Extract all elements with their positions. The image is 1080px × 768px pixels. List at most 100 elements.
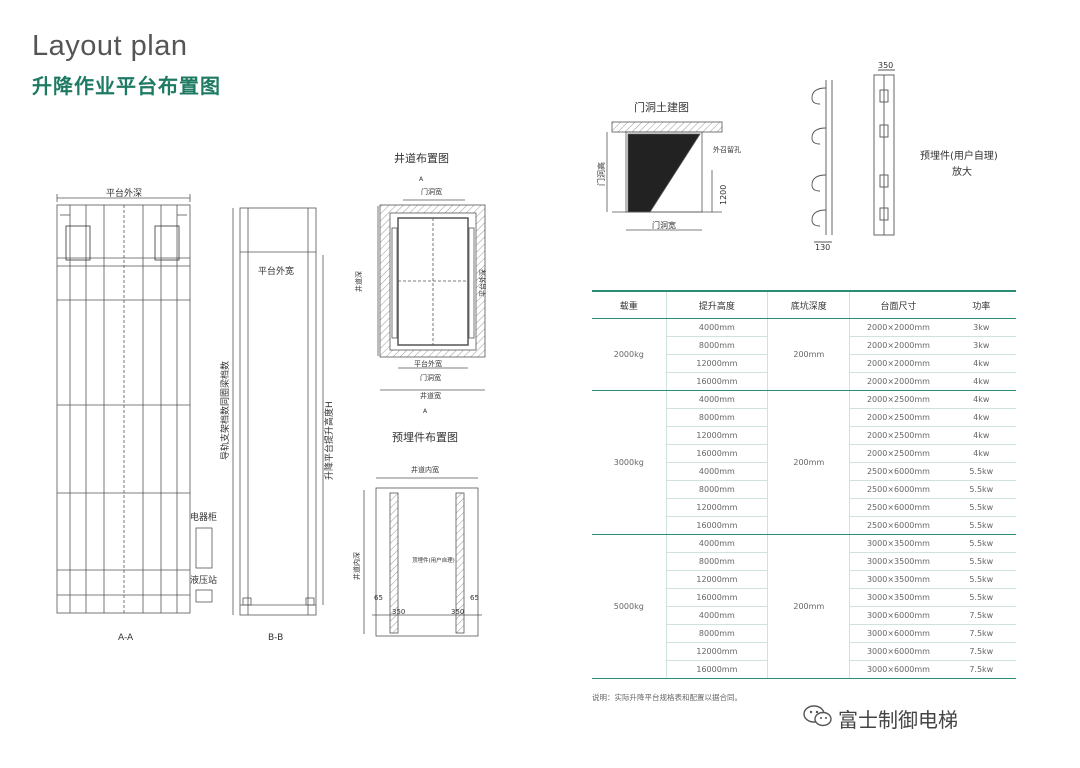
cell-deck-size: 3000×3500mm	[849, 552, 947, 571]
cell-lift-height: 12000mm	[665, 642, 768, 661]
wechat-icon	[803, 705, 832, 727]
shaft-section-a-bottom: A	[423, 408, 428, 415]
detail-label-line2: 放大	[952, 165, 972, 178]
door-dim-1200: 1200	[719, 185, 728, 205]
cell-deck-size: 2000×2500mm	[849, 408, 947, 427]
cell-lift-height: 4000mm	[665, 318, 768, 337]
cell-deck-size: 3000×3500mm	[849, 588, 947, 607]
cell-load: 5000kg	[592, 534, 667, 679]
shaft-section-a-top: A	[419, 176, 424, 183]
cell-deck-size: 2500×6000mm	[849, 498, 947, 517]
shaft-width: 井道宽	[420, 391, 441, 400]
embed-note: 顶埋件(用户自理)	[412, 556, 455, 564]
header-lift-height: 提升高度	[665, 290, 768, 319]
cell-power: 5.5kw	[946, 462, 1016, 481]
page-title: Layout plan	[32, 30, 188, 62]
embed-inner-depth: 井道内深	[352, 552, 361, 580]
header-pit-depth: 底坑深度	[767, 290, 850, 319]
embed-dim-65-left: 65	[374, 594, 383, 602]
cell-power: 4kw	[946, 408, 1016, 427]
cell-deck-size: 3000×3500mm	[849, 570, 947, 589]
detail-dim-350: 350	[878, 61, 893, 70]
shaft-plan-title: 井道布置图	[394, 151, 449, 165]
embed-plan-title: 预埋件布置图	[392, 431, 458, 444]
aa-side-label-cabinet: 电器柜	[190, 511, 217, 523]
cell-load: 2000kg	[592, 318, 667, 391]
cell-power: 5.5kw	[946, 534, 1016, 553]
cell-power: 5.5kw	[946, 480, 1016, 499]
header-load: 载重	[592, 290, 667, 319]
door-width-label: 门洞宽	[652, 220, 676, 230]
door-call-hole-label: 外召留孔	[713, 145, 741, 154]
section-aa-drawing	[56, 194, 213, 614]
cell-lift-height: 4000mm	[665, 606, 768, 625]
door-drawing	[606, 121, 723, 231]
cell-lift-height: 4000mm	[665, 534, 768, 553]
cell-deck-size: 2500×6000mm	[849, 516, 947, 535]
aa-top-label: 平台外深	[106, 187, 142, 199]
cell-deck-size: 2000×2500mm	[849, 390, 947, 409]
shaft-door-width-bottom: 门洞宽	[420, 373, 441, 382]
cell-pit-depth: 200mm	[767, 318, 850, 391]
section-bb-drawing	[232, 207, 324, 616]
cell-deck-size: 3000×3500mm	[849, 534, 947, 553]
cell-lift-height: 16000mm	[665, 372, 768, 391]
cell-power: 3kw	[946, 336, 1016, 355]
embed-dim-65-right: 65	[470, 594, 479, 602]
embed-plan-drawing	[363, 477, 482, 637]
embed-inner-width: 井道内宽	[411, 465, 439, 474]
cell-power: 7.5kw	[946, 606, 1016, 625]
cell-lift-height: 8000mm	[665, 336, 768, 355]
cell-lift-height: 4000mm	[665, 390, 768, 409]
header-power: 功率	[946, 290, 1016, 319]
spec-table-header: 载重 提升高度 底坑深度 台面尺寸 功率	[592, 290, 1016, 319]
page-subtitle: 升降作业平台布置图	[32, 74, 221, 98]
table-note: 说明：实际升降平台规格表和配置以据合同。	[592, 693, 742, 702]
aa-section-label: A-A	[118, 633, 134, 643]
cell-load: 3000kg	[592, 390, 667, 535]
cell-power: 5.5kw	[946, 552, 1016, 571]
shaft-platform-outer-depth: 平台外深	[478, 269, 487, 297]
shaft-plan-drawing	[377, 199, 486, 391]
cell-power: 4kw	[946, 444, 1016, 463]
cell-lift-height: 16000mm	[665, 516, 768, 535]
cell-deck-size: 2000×2500mm	[849, 426, 947, 445]
cell-deck-size: 3000×6000mm	[849, 606, 947, 625]
cell-power: 5.5kw	[946, 570, 1016, 589]
embed-dim-350-right: 350	[451, 608, 464, 616]
cell-lift-height: 16000mm	[665, 444, 768, 463]
cell-pit-depth: 200mm	[767, 534, 850, 679]
shaft-platform-outer-width: 平台外宽	[414, 359, 442, 368]
cell-power: 3kw	[946, 318, 1016, 337]
cell-deck-size: 3000×6000mm	[849, 642, 947, 661]
cell-power: 4kw	[946, 390, 1016, 409]
shaft-door-width-top: 门洞宽	[421, 187, 442, 196]
cell-power: 4kw	[946, 426, 1016, 445]
embed-detail-drawing	[811, 69, 895, 243]
cell-power: 4kw	[946, 354, 1016, 373]
cell-power: 7.5kw	[946, 624, 1016, 643]
cell-deck-size: 2000×2000mm	[849, 318, 947, 337]
cell-deck-size: 3000×6000mm	[849, 660, 947, 679]
aa-side-label-hydraulic: 液压站	[190, 574, 217, 586]
cell-lift-height: 4000mm	[665, 462, 768, 481]
shaft-depth: 井道深	[354, 271, 363, 292]
cell-deck-size: 2000×2500mm	[849, 444, 947, 463]
cell-power: 5.5kw	[946, 498, 1016, 517]
cell-lift-height: 12000mm	[665, 570, 768, 589]
